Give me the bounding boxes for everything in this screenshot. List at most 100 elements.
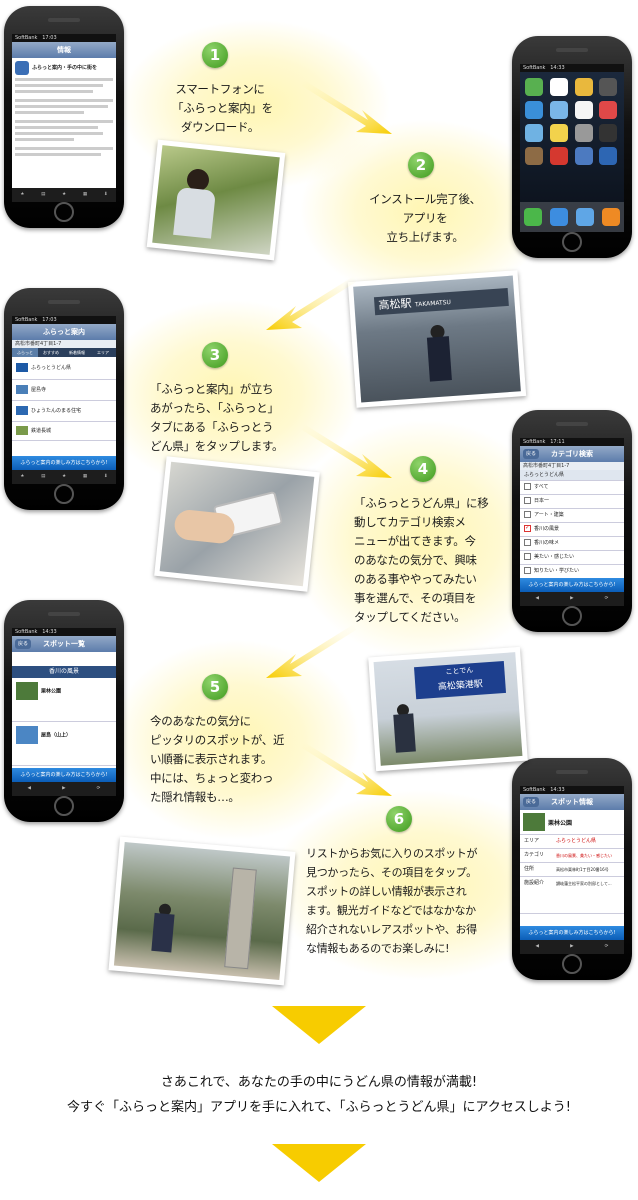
phone-step3: SoftBank 17:03 ふらっと案内 高松市番町4丁目1-7 ふらっと お…	[4, 288, 124, 510]
app-icon[interactable]	[599, 124, 618, 142]
calendar-icon[interactable]	[549, 78, 568, 96]
udon-logo-icon	[16, 363, 28, 372]
toolbar[interactable]: ◀▶⟳	[12, 782, 116, 796]
thumbnail-icon	[16, 406, 28, 415]
home-button	[54, 202, 74, 222]
nav-title: 戻るスポット一覧	[12, 636, 116, 652]
app-icon[interactable]	[549, 147, 568, 165]
list-item[interactable]: ふらっとうどん県	[12, 357, 116, 380]
phone-icon[interactable]	[524, 208, 542, 226]
detail-row: エリアふらっとうどん県	[520, 835, 624, 849]
app-icon[interactable]	[549, 124, 568, 142]
spot-header: 栗林公園	[520, 810, 624, 835]
arrow-5-to-6	[302, 742, 392, 796]
down-arrow-icon	[272, 1144, 366, 1182]
tab-area[interactable]: エリア	[97, 350, 109, 355]
checkmark-icon[interactable]: ✓	[524, 524, 531, 532]
home-button	[54, 796, 74, 816]
spot-item[interactable]: 栗林公園	[12, 678, 116, 722]
phone-step5: SoftBank 14:33 戻るスポット一覧 香川の風景 栗林公園 屋島（山上…	[4, 600, 124, 822]
app-icon[interactable]	[525, 147, 543, 165]
checkbox-icon[interactable]	[524, 497, 531, 504]
back-button[interactable]: 戻る	[523, 797, 540, 807]
photos-icon[interactable]	[574, 78, 593, 96]
toolbar[interactable]: ◀▶⟳	[520, 592, 624, 606]
nav-title: ふらっと案内	[12, 324, 116, 340]
app-icon[interactable]	[574, 101, 593, 119]
section-header: 香川の風景	[12, 666, 116, 678]
app-icon[interactable]	[574, 147, 593, 165]
tab-bar[interactable]: ★▤★▦⬇	[12, 470, 116, 484]
step-number-2: 2	[408, 152, 434, 178]
glow-5	[110, 640, 360, 840]
category-option[interactable]: すべて	[520, 481, 624, 495]
spot-item[interactable]: 屋島（山上）	[12, 722, 116, 766]
port-sign: ことでん 高松築港駅	[414, 660, 507, 700]
list-item[interactable]: 屋島寺	[12, 380, 116, 401]
safari-icon[interactable]	[576, 208, 594, 226]
category-option[interactable]: アート・建築	[520, 509, 624, 523]
phone-screen: SoftBank 14:33 戻るスポット情報 栗林公園 エリアふらっとうどん県…	[520, 786, 624, 954]
tab-furatto[interactable]: ふらっと	[12, 348, 38, 357]
checkbox-icon[interactable]	[524, 567, 531, 574]
speaker	[48, 18, 80, 22]
step-text-6: リストからお気に入りのスポットが 見つかったら、その項目をタップ。 スポットの詳…	[306, 847, 478, 955]
help-banner[interactable]: ふらっと案内の楽しみ方はこちらから!	[520, 926, 624, 940]
tab-bar[interactable]: ★▤★▦⬇	[12, 188, 116, 202]
location-bar: 高松市番町4丁目1-7	[520, 462, 624, 470]
toolbar[interactable]: ◀▶⟳	[520, 940, 624, 954]
step-number-1: 1	[202, 42, 228, 68]
home-button	[562, 606, 582, 626]
help-banner[interactable]: ふらっと案内の楽しみ方はこちらから!	[12, 456, 116, 470]
help-banner[interactable]: ふらっと案内の楽しみ方はこちらから!	[12, 768, 116, 782]
app-icon[interactable]	[525, 124, 543, 142]
phone-screen: SoftBank 14:33 戻るスポット一覧 香川の風景 栗林公園 屋島（山上…	[12, 628, 116, 796]
help-banner[interactable]: ふらっと案内の楽しみ方はこちらから!	[520, 578, 624, 592]
status-bar: SoftBank 17:03	[12, 34, 116, 42]
back-button[interactable]: 戻る	[15, 639, 32, 649]
app-icon[interactable]	[574, 124, 593, 142]
step-text-2: インストール完了後、 アプリを 立ち上げます。	[369, 192, 481, 244]
step-number-4: 4	[410, 456, 436, 482]
checkbox-icon[interactable]	[524, 511, 531, 518]
spot-thumbnail	[523, 813, 545, 831]
camera-icon[interactable]	[599, 78, 618, 96]
mail-icon[interactable]	[550, 208, 568, 226]
step-text-4: 「ふらっとうどん県」に移 動してカテゴリ検索メ ニューが出てきます。今 のあなた…	[354, 496, 489, 624]
app-icon[interactable]	[549, 101, 568, 119]
status-bar: SoftBank 17:11	[520, 438, 624, 446]
thumbnail-icon	[16, 426, 28, 435]
home-icon-grid	[520, 72, 624, 171]
checkbox-icon[interactable]	[524, 483, 531, 490]
category-option[interactable]: 日本一	[520, 495, 624, 509]
detail-row: カテゴリ香川の風景、美たい・感じたい	[520, 849, 624, 863]
checkbox-icon[interactable]	[524, 539, 531, 546]
phone-step2: SoftBank 14:33	[512, 36, 632, 258]
furatto-app-icon[interactable]	[599, 147, 618, 165]
photo-takamatsu-station: 高松駅 TAKAMATSU	[347, 270, 527, 408]
info-body	[15, 78, 113, 156]
category-option[interactable]: 香川の味メ	[520, 537, 624, 551]
list-item[interactable]: ひょうたんのまる住宅	[12, 401, 116, 422]
app-icon[interactable]	[525, 78, 543, 96]
tab-shinchaku[interactable]: 新着情報	[69, 350, 85, 355]
home-button	[562, 954, 582, 974]
step-number-6: 6	[386, 806, 412, 832]
category-option[interactable]: 知りたい・学びたい	[520, 565, 624, 579]
app-icon[interactable]	[599, 101, 618, 119]
closing-line-2: 今すぐ「ふらっと案内」アプリを手に入れて、「ふらっとうどん県」にアクセスしよう!	[66, 1100, 572, 1115]
category-option[interactable]: 美たい・感じたい	[520, 551, 624, 565]
arrow-2-to-3	[266, 276, 356, 330]
list-item[interactable]: 鉄道長城	[12, 422, 116, 441]
back-button[interactable]: 戻る	[523, 449, 540, 459]
home-button	[562, 232, 582, 252]
arrow-1-to-2	[302, 80, 392, 134]
spot-thumbnail	[16, 726, 38, 744]
speaker	[556, 422, 588, 426]
app-icon[interactable]	[525, 101, 543, 119]
category-option-checked[interactable]: ✓香川の風景	[520, 523, 624, 537]
detail-row: 施設紹介讃岐藩主松平家の別邸として...	[520, 877, 624, 914]
checkbox-icon[interactable]	[524, 553, 531, 560]
ipod-icon[interactable]	[602, 208, 620, 226]
tab-osusume[interactable]: おすすめ	[43, 350, 59, 355]
